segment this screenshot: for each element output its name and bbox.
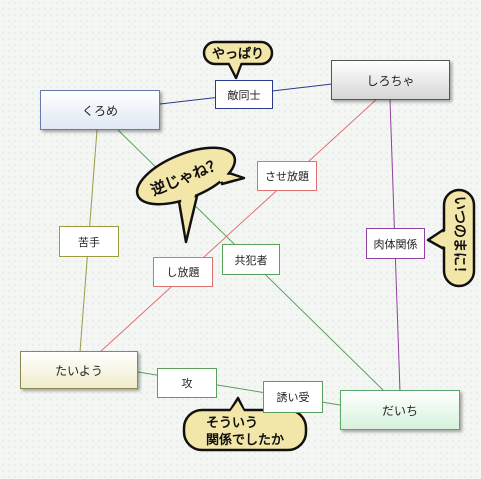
bubble-itsunomani-text: いつのまに！ [451,196,467,280]
bubble-gyaku-janene: 逆じゃね？ [135,146,246,244]
relation-nigate[interactable]: 苦手 [59,226,119,257]
relation-nikutai-kankei-label: 肉体関係 [373,237,418,251]
node-daichi[interactable]: だいち [340,390,460,430]
node-shirocha-label: しろちゃ [366,73,415,88]
bubble-itsunomani: いつのまに！ [426,188,476,288]
relation-nigate-label: 苦手 [78,235,100,249]
relation-sasoi-uke-label: 誘い受 [276,391,310,404]
relation-teki-doushi[interactable]: 敵同士 [215,80,273,109]
node-daichi-label: だいち [381,403,418,418]
relation-shi-houdai-label: し放題 [166,266,200,279]
node-shirocha[interactable]: しろちゃ [331,60,450,100]
bubble-yappari: やっぱり [202,40,274,80]
relation-teki-doushi-label: 敵同士 [227,88,261,102]
bubble-yappari-text: やっぱり [212,46,264,62]
connector-shirocha-taiyou [99,97,379,353]
relation-sasoi-uke[interactable]: 誘い受 [263,381,323,413]
node-kurome-label: くろめ [81,103,118,118]
bubble-souiu-text-line2: 関係でしたか [206,432,284,448]
relation-kyouhansha-label: 共犯者 [234,253,268,267]
relation-seme[interactable]: 攻 [157,368,217,398]
relation-sase-houdai-label: させ放題 [265,170,309,183]
relation-sase-houdai[interactable]: させ放題 [257,161,317,191]
relation-seme-label: 攻 [181,377,193,390]
relation-shi-houdai[interactable]: し放題 [153,257,213,287]
relation-kyouhansha[interactable]: 共犯者 [222,244,280,275]
bubble-souiu-text-line1: そういう [206,416,258,431]
relation-nikutai-kankei[interactable]: 肉体関係 [366,228,425,259]
bubble-souiu: そういう 関係でしたか [182,396,308,452]
node-taiyou[interactable]: たいよう [20,351,138,389]
node-taiyou-label: たいよう [55,363,103,378]
node-kurome[interactable]: くろめ [40,90,160,130]
